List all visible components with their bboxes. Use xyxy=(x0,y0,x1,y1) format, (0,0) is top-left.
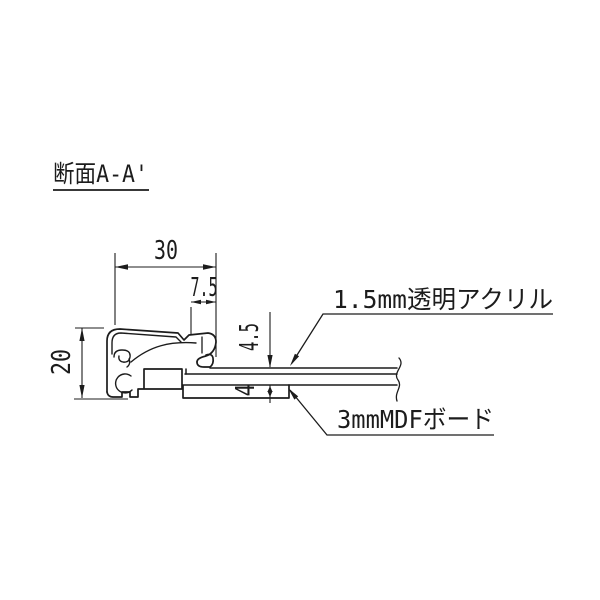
drawing-title-group: 断面A-A' xyxy=(53,160,149,191)
frame-clip-upper-lobe xyxy=(113,349,131,363)
frame-clip-lower-lobe xyxy=(114,373,133,394)
dimension-20: 20 xyxy=(47,327,128,400)
callout-mdf: 3mmMDFボード xyxy=(288,388,494,436)
dim-7-5-value: 7.5 xyxy=(191,273,218,303)
dimension-4-5: 4.5 xyxy=(235,312,273,368)
callout-acrylic-arrow xyxy=(290,353,300,366)
frame-outer-contour xyxy=(106,328,217,393)
dim-4-5-value: 4.5 xyxy=(235,323,265,351)
callout-acrylic: 1.5mm透明アクリル xyxy=(290,285,553,366)
dim-30-arrow-right xyxy=(203,264,216,270)
frame-flap-foot xyxy=(196,353,215,368)
dim-7-5-arrow-left xyxy=(191,299,201,305)
mdf-board xyxy=(183,357,402,402)
dim-30-value: 30 xyxy=(154,236,178,266)
dim-20-arrow-top xyxy=(79,328,85,341)
dim-4-arrow-up xyxy=(267,386,273,392)
callout-mdf-label: 3mmMDFボード xyxy=(337,405,494,434)
panel-break-line xyxy=(395,357,402,402)
dim-4-5-arrow-down xyxy=(267,355,273,368)
callout-mdf-arrow xyxy=(288,388,299,400)
frame-back-lip xyxy=(182,384,290,399)
dim-20-arrow-bottom xyxy=(79,385,85,398)
dim-4-arrow-down xyxy=(267,391,273,397)
dimension-30: 30 xyxy=(114,236,217,357)
frame-inner-wall xyxy=(111,332,182,355)
callout-acrylic-label: 1.5mm透明アクリル xyxy=(333,285,553,314)
callout-mdf-leader xyxy=(289,389,494,436)
dimension-4: 4 xyxy=(231,384,273,403)
acrylic-panel xyxy=(184,367,398,375)
frame-spring-arm xyxy=(130,341,197,363)
dim-30-arrow-left xyxy=(115,264,128,270)
frame-bottom-foot xyxy=(106,368,183,398)
frame-profile xyxy=(106,328,290,399)
dim-20-value: 20 xyxy=(47,349,77,375)
dimension-7-5: 7.5 xyxy=(190,273,218,334)
frame-clip-upper-tail xyxy=(126,358,131,368)
dim-7-5-arrow-right xyxy=(206,299,216,305)
dim-4-value: 4 xyxy=(231,384,261,397)
callout-acrylic-leader xyxy=(291,313,553,364)
drawing-title: 断面A-A' xyxy=(53,160,148,188)
